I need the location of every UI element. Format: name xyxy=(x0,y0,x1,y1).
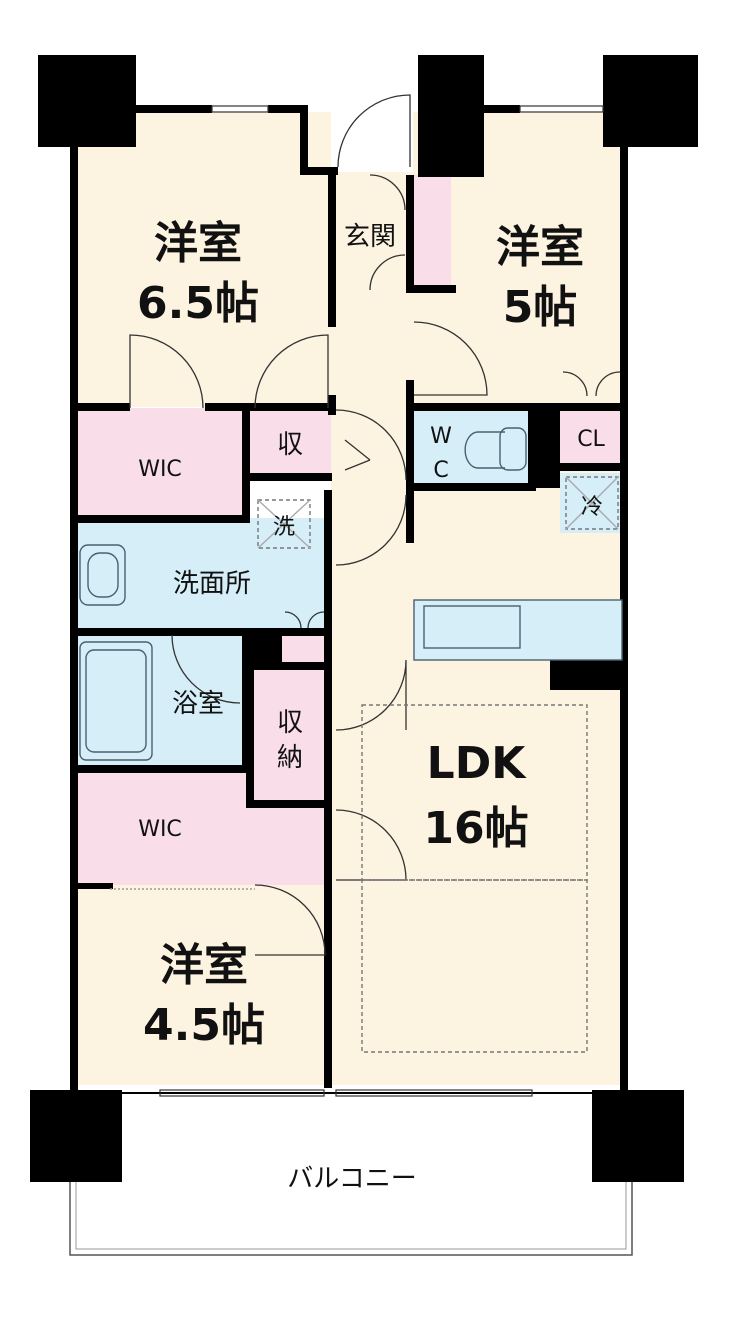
column-n-center xyxy=(418,55,484,177)
entrance-area[interactable] xyxy=(331,172,413,412)
balcony[interactable] xyxy=(70,1180,632,1255)
wic-upper-label: WIC xyxy=(138,457,182,482)
room-size-western-sw: 4.5帖 xyxy=(143,1000,265,1051)
washing-machine-label: 洗 xyxy=(273,515,295,540)
storage-small[interactable] xyxy=(247,408,331,476)
walls xyxy=(70,105,628,1095)
toilet-room[interactable] xyxy=(413,408,531,486)
wic-lower[interactable] xyxy=(75,772,331,885)
storage-small-label: 収 xyxy=(277,430,303,460)
washroom-label: 洗面所 xyxy=(173,569,251,599)
wic-lower-label: WIC xyxy=(138,817,182,842)
toilet-label-c: C xyxy=(433,458,448,483)
storage-tall-label-2: 納 xyxy=(277,743,303,773)
fridge-label: 冷 xyxy=(581,495,603,520)
room-size-western-ne: 5帖 xyxy=(503,282,578,333)
ldk-name: LDK xyxy=(427,738,528,789)
column-nw xyxy=(38,55,136,147)
room-western-sw[interactable] xyxy=(75,885,331,1085)
balcony-label: バルコニー xyxy=(287,1164,416,1194)
balcony-railing xyxy=(69,1180,633,1256)
fixtures xyxy=(79,427,623,1053)
room-size-western-nw: 6.5帖 xyxy=(137,278,259,329)
room-name-western-sw: 洋室 xyxy=(160,940,248,991)
toilet-label-w: W xyxy=(430,424,452,449)
room-western-nw[interactable] xyxy=(75,112,331,407)
column-se xyxy=(592,1090,684,1182)
column-sw xyxy=(30,1090,122,1182)
wic-upper[interactable] xyxy=(75,408,247,518)
closet-cl[interactable] xyxy=(558,408,625,466)
ldk-size: 16帖 xyxy=(423,803,528,854)
balcony-railing-inner xyxy=(75,1180,627,1250)
windows xyxy=(159,105,604,1097)
bathroom-label: 浴室 xyxy=(172,689,224,719)
shoe-closet[interactable] xyxy=(413,175,451,290)
column-ne xyxy=(603,55,698,147)
doors xyxy=(129,94,621,956)
storage-tall-label-1: 収 xyxy=(277,708,303,738)
room-name-western-nw: 洋室 xyxy=(154,218,242,269)
linen-cabinet[interactable] xyxy=(282,632,328,662)
closet-label: CL xyxy=(577,427,605,452)
room-name-western-ne: 洋室 xyxy=(496,222,584,273)
entrance-label: 玄関 xyxy=(344,222,396,252)
